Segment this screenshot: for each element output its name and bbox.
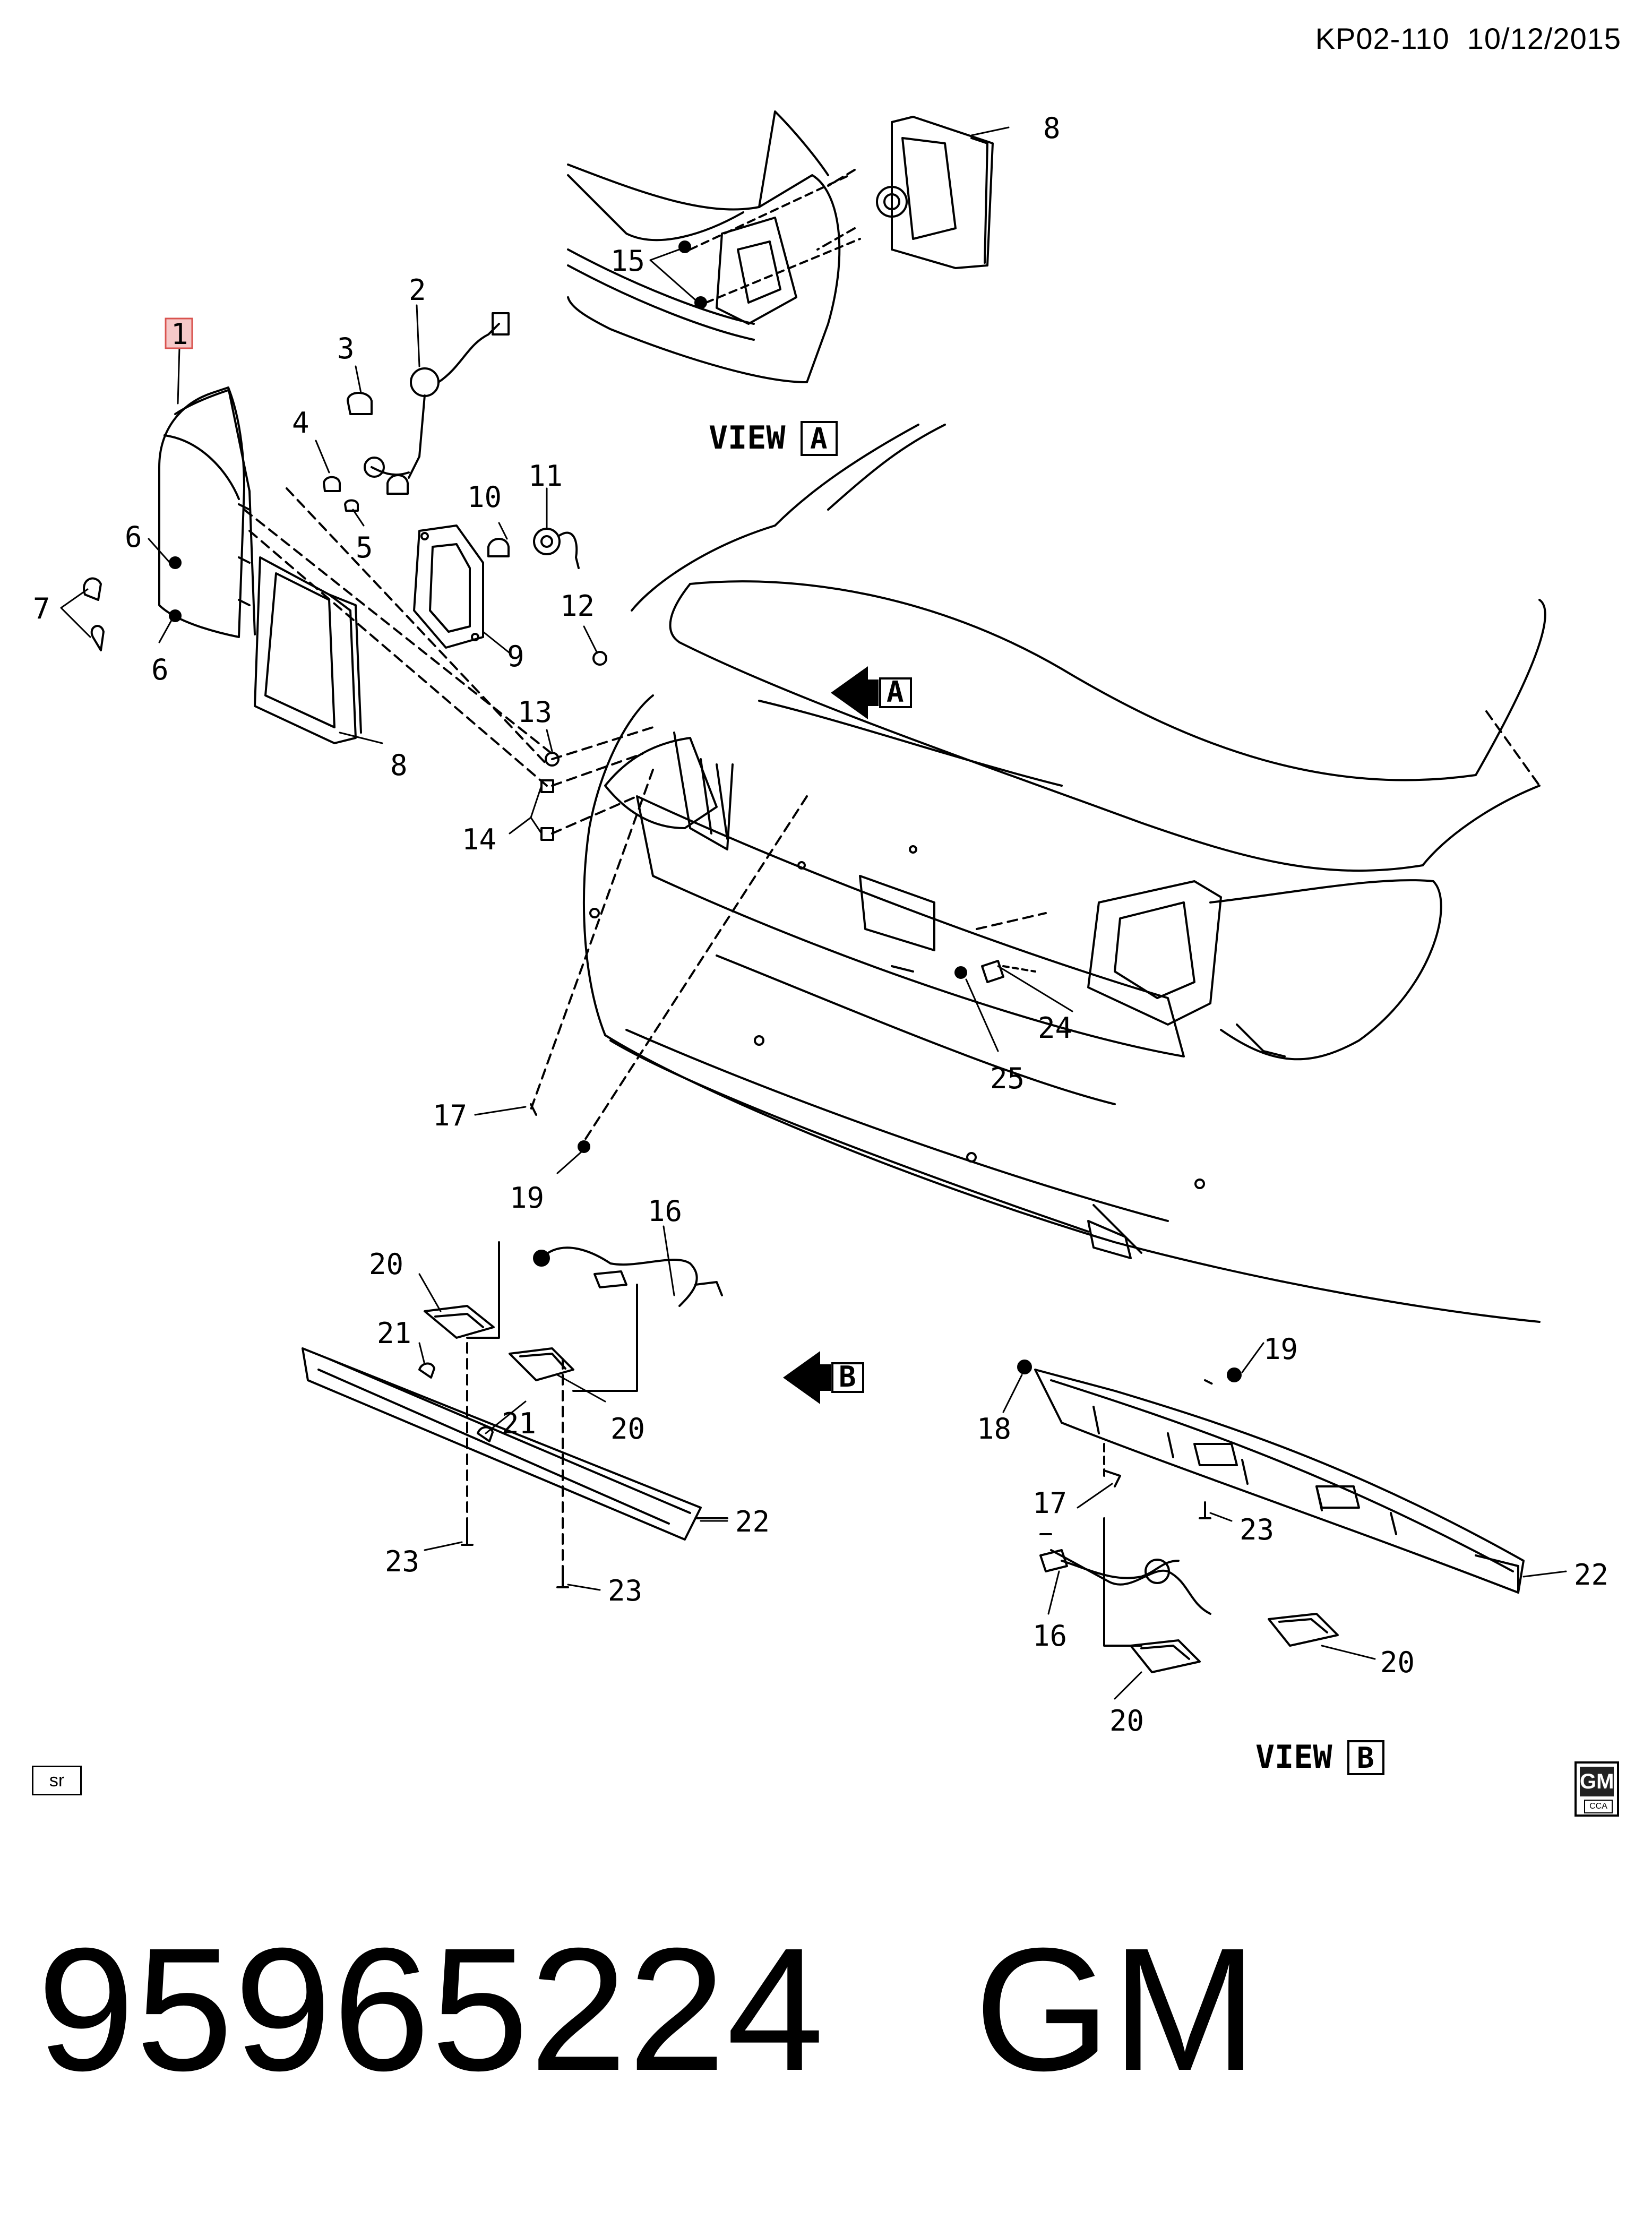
document-code: KP02-110 10/12/2015 xyxy=(1315,22,1621,55)
callout-7: 7 xyxy=(33,592,50,625)
svg-text:A: A xyxy=(810,422,828,455)
callout-20-a: 20 xyxy=(369,1248,403,1281)
callout-16-left: 16 xyxy=(648,1194,682,1228)
gm-logo: GM CCA xyxy=(1574,1761,1619,1817)
callout-6b: 6 xyxy=(151,653,169,686)
license-lamps-20-left xyxy=(418,1305,574,1442)
callout-20-b: 20 xyxy=(610,1412,645,1446)
license-bracket-24-25 xyxy=(954,960,1036,983)
callout-4: 4 xyxy=(292,406,309,440)
car-holes xyxy=(589,845,1205,1189)
tail-lamp-assembly-1 xyxy=(158,386,256,638)
fasteners-view-b xyxy=(1017,1360,1242,1519)
svg-text:B: B xyxy=(839,1360,856,1394)
retainers-17-19 xyxy=(530,1103,590,1153)
callout-20-d: 20 xyxy=(1109,1704,1144,1738)
leader-dashes-center xyxy=(530,769,1047,1142)
callout-18: 18 xyxy=(977,1412,1011,1446)
lamp-lens-8 xyxy=(254,556,362,744)
callout-24: 24 xyxy=(1038,1011,1072,1045)
socket-11 xyxy=(533,528,580,569)
callout-21-a: 21 xyxy=(377,1317,411,1350)
gm-logo-text: GM xyxy=(1580,1767,1614,1796)
gm-logo-sub: CCA xyxy=(1584,1800,1613,1813)
leader-dashes-left xyxy=(243,487,654,835)
callout-8-left: 8 xyxy=(390,749,408,782)
svg-text:B: B xyxy=(1357,1741,1374,1775)
view-b-label: VIEW B xyxy=(1255,1739,1384,1776)
part-number-caption: 95965224 GM xyxy=(37,1911,1259,2107)
callout-14: 14 xyxy=(462,823,496,856)
callout-22-left: 22 xyxy=(735,1505,770,1538)
svg-text:VIEW: VIEW xyxy=(1255,1739,1332,1776)
svg-text:1: 1 xyxy=(171,317,188,351)
callout-22-view-b: 22 xyxy=(1574,1558,1608,1592)
bulbs-3-4-5 xyxy=(323,392,510,557)
callout-16-view-b: 16 xyxy=(1032,1619,1067,1653)
callout-19-view-b: 19 xyxy=(1263,1332,1298,1366)
callout-19-center: 19 xyxy=(510,1181,544,1215)
svg-text:VIEW: VIEW xyxy=(709,419,786,457)
garnish-22-view-b xyxy=(1034,1369,1525,1594)
arrow-to-view-b: B xyxy=(783,1351,864,1404)
bulb-socket-harness-2 xyxy=(364,312,510,479)
sr-label-box: sr xyxy=(32,1766,82,1795)
callout-8-view-a: 8 xyxy=(1043,111,1061,145)
callout-10: 10 xyxy=(467,480,502,514)
callout-17-view-b: 17 xyxy=(1032,1486,1067,1520)
callout-21-b: 21 xyxy=(502,1407,536,1440)
license-lamps-20-view-b xyxy=(1130,1613,1339,1673)
callout-15: 15 xyxy=(610,244,645,278)
view-a-label: VIEW A xyxy=(709,419,838,457)
callout-12: 12 xyxy=(560,589,595,623)
callout-1-highlighted[interactable]: 1 xyxy=(165,317,193,351)
callout-23-a: 23 xyxy=(385,1545,419,1578)
callout-25: 25 xyxy=(990,1062,1025,1095)
callout-5: 5 xyxy=(356,531,373,564)
screws-23-left xyxy=(461,1342,569,1588)
callout-13: 13 xyxy=(518,695,552,729)
car-rear-body xyxy=(583,424,1546,1323)
callout-20-c: 20 xyxy=(1380,1646,1415,1679)
callout-leaders xyxy=(60,126,1567,1700)
arrow-to-view-a: A xyxy=(831,666,912,719)
callout-23-b: 23 xyxy=(608,1574,642,1607)
garnish-22-left xyxy=(302,1347,728,1541)
harness-16-left xyxy=(466,1241,723,1392)
callout-3: 3 xyxy=(337,332,355,365)
harness-16-view-b xyxy=(1039,1517,1211,1647)
view-a-inset xyxy=(567,110,994,383)
callout-23-c: 23 xyxy=(1240,1513,1274,1546)
callout-6a: 6 xyxy=(125,520,142,554)
callout-11: 11 xyxy=(528,459,563,493)
gasket-9 xyxy=(413,524,484,649)
svg-text:A: A xyxy=(887,675,904,709)
callout-2: 2 xyxy=(409,273,426,307)
callout-17-center: 17 xyxy=(433,1099,467,1132)
callout-9: 9 xyxy=(507,640,524,673)
